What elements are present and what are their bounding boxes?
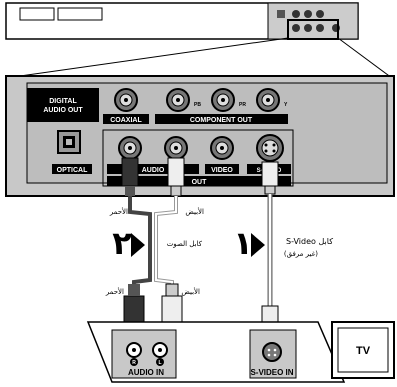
step-audio-arrow [131,233,145,257]
tv-input-panel: R L AUDIO IN S-VIDEO IN [86,321,346,383]
audio-out-jacks [118,136,188,160]
audio-out-label: AUDIO OUT [43,107,83,114]
tv-icon: TV [331,321,395,379]
white-top-label: الأبيض [185,207,204,216]
red-top-label: الأحمر [109,207,128,216]
coaxial-jack [114,88,138,112]
step-svideo: ١ [233,224,253,262]
player-rear-jacks [277,10,340,32]
component-out-label: COMPONENT OUT [190,117,253,124]
zoomed-rear-panel: DIGITAL AUDIO OUT COAXIAL PB PR Y COMPON… [5,75,395,197]
step-svideo-arrow [251,233,265,257]
svideo-in-jack [262,342,282,362]
out-label: OUT [192,179,208,186]
video-out-jack [210,136,234,160]
audio-r-label: R [132,360,136,366]
y-label: Y [284,102,288,108]
optical-port [57,130,81,154]
pb-label: PB [194,102,201,108]
coaxial-label: COAXIAL [110,117,142,124]
audio-plugs-bottom [123,283,183,327]
white-bottom-label: الأبيض [181,287,200,296]
video-label: VIDEO [211,167,233,174]
svideo-note-label: (غير مرفق) [284,250,318,258]
red-bottom-label: الأحمر [105,287,124,296]
audio-label: AUDIO [142,167,165,174]
audio-in-label: AUDIO IN [128,368,164,377]
svideo-in-label: S-VIDEO IN [250,368,293,377]
component-jacks [166,88,280,112]
audio-r-marker: R [130,358,138,366]
digital-label: DIGITAL [49,98,77,105]
svideo-cable-label: S-Video كابل [286,237,333,246]
svideo-out-jack [256,134,284,162]
pr-label: PR [239,102,246,108]
audio-cable-label: كابل الصوت [167,240,203,248]
step-audio: ٢ [112,224,132,262]
audio-l-label: L [158,360,161,366]
tv-label: TV [356,345,371,357]
audio-l-marker: L [156,358,164,366]
dvd-player [5,2,359,40]
audio-plugs-top [121,157,185,197]
optical-label: OPTICAL [57,167,88,174]
highlight-box [287,19,339,40]
